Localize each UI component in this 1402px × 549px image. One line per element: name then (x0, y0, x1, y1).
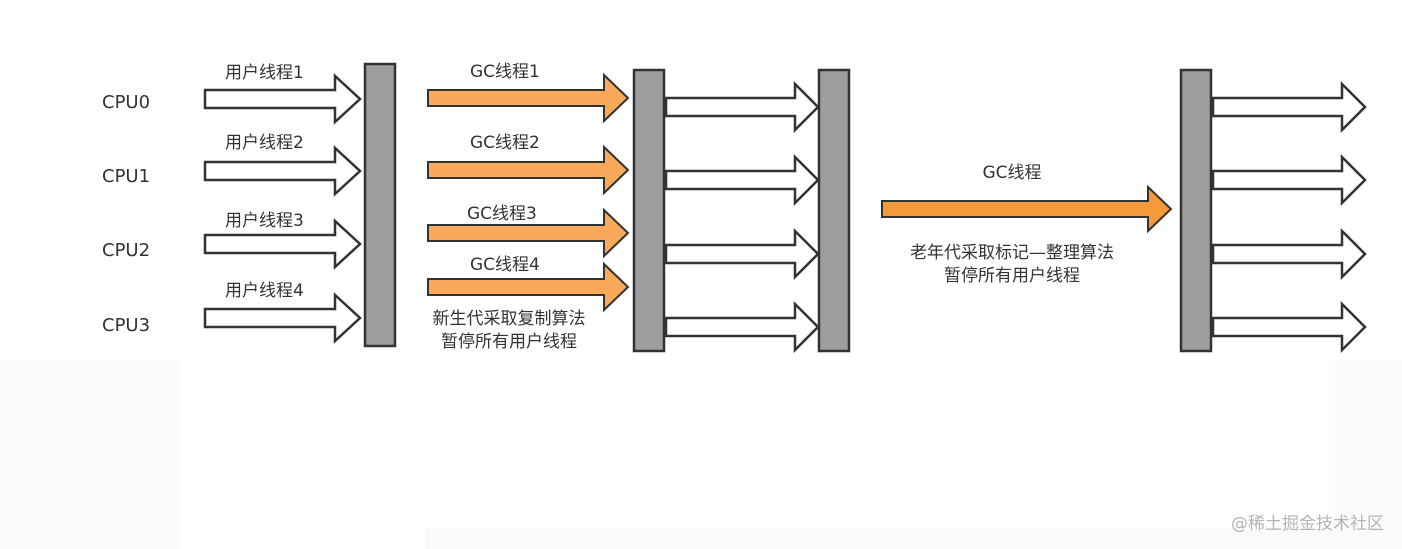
young-gc-note-line2: 暂停所有用户线程 (441, 332, 577, 352)
user-thread-label-2: 用户线程2 (225, 133, 304, 153)
final-thread-arrow-4 (1211, 300, 1367, 354)
diagram-background-lower-right (425, 360, 1335, 528)
gc-thread-label-4: GC线程4 (470, 255, 540, 275)
resumed-thread-arrow-1 (664, 80, 820, 134)
cpu-label-2: CPU2 (102, 240, 150, 261)
resumed-thread-arrow-4 (664, 300, 820, 354)
safepoint-barrier-2 (632, 68, 666, 353)
final-thread-arrow-1 (1211, 80, 1367, 134)
safepoint-barrier-4 (1179, 68, 1213, 353)
old-gc-note-line2: 暂停所有用户线程 (944, 266, 1080, 286)
gc-thread-label-3: GC线程3 (467, 204, 537, 224)
safepoint-barrier-3 (817, 68, 851, 353)
resumed-thread-arrow-2 (664, 153, 820, 207)
gc-thread-arrow-4 (427, 261, 630, 313)
gc-thread-arrow-3 (427, 207, 630, 259)
final-thread-arrow-2 (1211, 153, 1367, 207)
gc-thread-arrow-2 (427, 144, 630, 196)
gc-thread-arrow-1 (427, 72, 630, 124)
young-gc-note-line1: 新生代采取复制算法 (433, 309, 586, 329)
user-thread-arrow-3 (203, 218, 362, 270)
cpu-label-3: CPU3 (102, 315, 150, 336)
cpu-label-1: CPU1 (102, 166, 150, 187)
gc-thread-label-2: GC线程2 (470, 133, 540, 153)
resumed-thread-arrow-3 (664, 227, 820, 281)
user-thread-arrow-4 (203, 292, 362, 344)
old-gc-thread-arrow (881, 184, 1173, 234)
safepoint-barrier-1 (363, 62, 397, 348)
diagram-background-lower (180, 360, 425, 549)
watermark: @稀土掘金技术社区 (1231, 514, 1384, 534)
user-thread-label-1: 用户线程1 (225, 63, 304, 83)
gc-thread-label-1: GC线程1 (470, 62, 540, 82)
old-gc-note-line1: 老年代采取标记—整理算法 (910, 243, 1114, 263)
old-gc-thread-label: GC线程 (982, 163, 1041, 183)
user-thread-label-4: 用户线程4 (225, 281, 304, 301)
user-thread-label-3: 用户线程3 (225, 211, 304, 231)
user-thread-arrow-1 (203, 73, 362, 125)
user-thread-arrow-2 (203, 145, 362, 197)
final-thread-arrow-3 (1211, 227, 1367, 281)
cpu-label-0: CPU0 (102, 92, 150, 113)
